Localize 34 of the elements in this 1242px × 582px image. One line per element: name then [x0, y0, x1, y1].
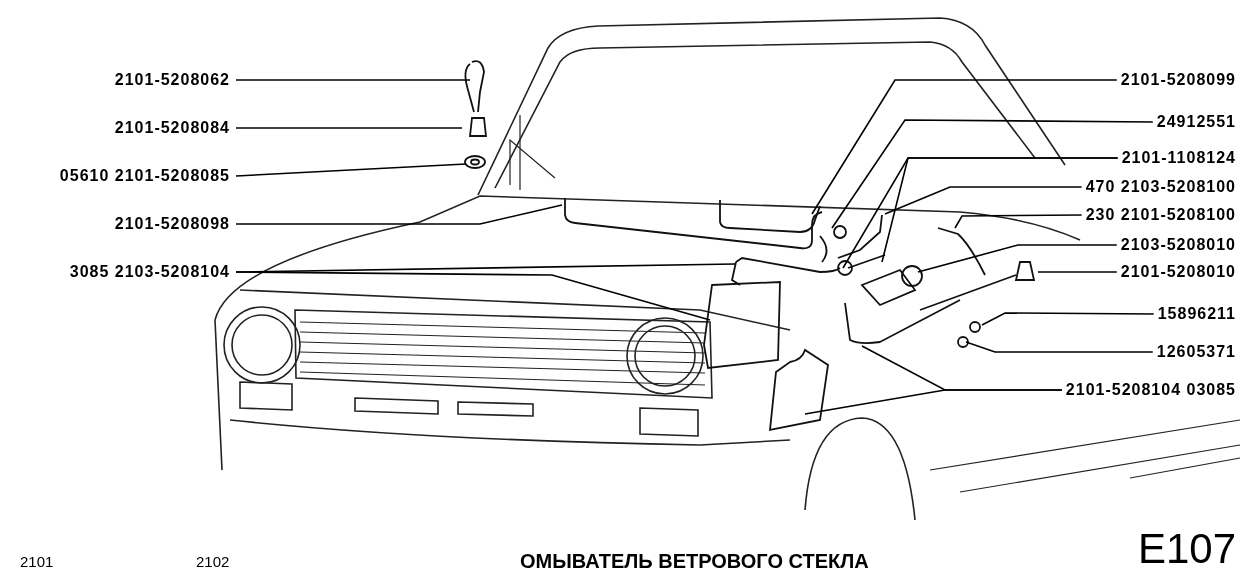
leader-line	[235, 79, 471, 81]
leader-line	[965, 341, 1154, 353]
part-number: 2101-1108124	[1121, 150, 1236, 166]
leader-line	[235, 204, 563, 225]
leader-line	[831, 119, 1154, 229]
part-number: 3085 2103-5208104	[69, 264, 230, 280]
model-number: 2102	[196, 552, 230, 572]
page-title: ОМЫВАТЕЛЬ ВЕТРОВОГО СТЕКЛА	[520, 549, 869, 574]
leader-line	[235, 127, 463, 129]
leader-line	[981, 312, 1155, 326]
part-number: 2103-5208010	[1120, 237, 1236, 253]
leader-line	[811, 79, 1118, 215]
part-number: 15896211	[1157, 306, 1236, 322]
part-number: 470 2103-5208100	[1085, 179, 1236, 195]
leader-line	[1037, 271, 1118, 273]
part-number: 05610 2101-5208085	[59, 168, 230, 184]
leader-line	[881, 157, 1119, 263]
part-number: 2101-5208084	[114, 120, 230, 136]
leader-line	[235, 271, 711, 321]
model-number: 2101	[20, 552, 54, 572]
leader-line	[917, 244, 1118, 273]
leader-line	[954, 214, 1083, 229]
leader-line	[804, 389, 1063, 415]
part-number: 2101-5208010	[1120, 264, 1236, 280]
leader-line	[884, 186, 1083, 215]
part-number: 2101-5208062	[114, 72, 230, 88]
page-code: E107	[1137, 528, 1236, 570]
part-number: 12605371	[1156, 344, 1236, 360]
part-number: 2101-5208104 03085	[1065, 382, 1236, 398]
part-number: 230 2101-5208100	[1085, 207, 1236, 223]
part-number: 2101-5208099	[1120, 72, 1236, 88]
part-number: 2101-5208098	[114, 216, 230, 232]
leader-line	[235, 163, 467, 177]
part-number: 24912551	[1156, 114, 1236, 130]
